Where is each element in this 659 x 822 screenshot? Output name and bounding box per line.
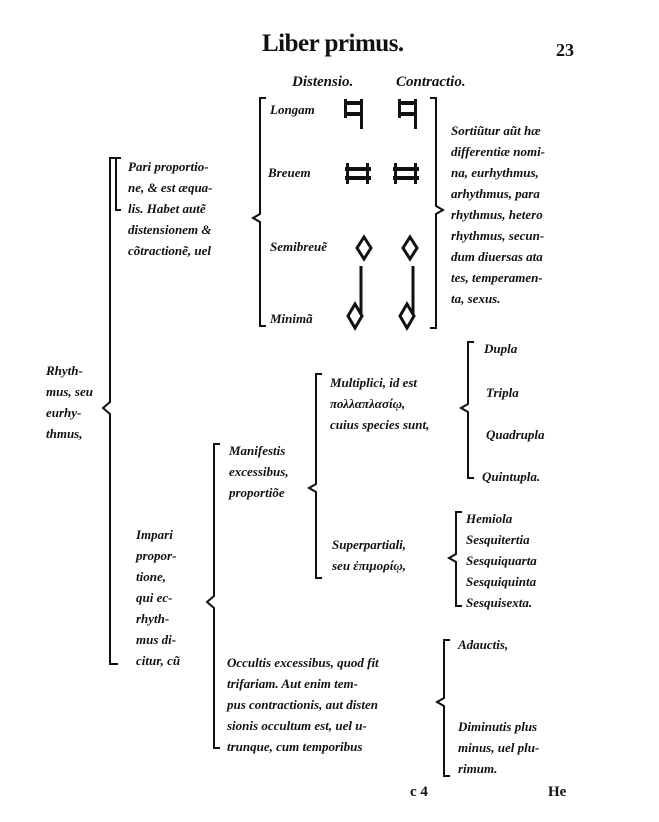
item-hemiola: Hemiola (466, 511, 513, 526)
item-quintupla: Quintupla. (482, 469, 541, 484)
text-line: cuius species sunt, (330, 417, 430, 432)
item-quadrupla: Quadrupla (486, 427, 545, 442)
text-line: Superpartiali, (332, 537, 407, 552)
text-line: distensionem & (128, 222, 212, 237)
text-line: πολλαπλασίῳ, (330, 396, 406, 411)
text-line: excessibus, (229, 464, 289, 479)
minima-note-icon (398, 266, 416, 331)
item-sesquisexta: Sesquisexta. (466, 595, 533, 610)
item-sesquitertia: Sesquitertia (466, 532, 530, 547)
text-line: seu ἐπιμορίῳ, (332, 558, 407, 573)
semibrevis-note-icon (355, 234, 373, 262)
text-line: proportiõe (229, 485, 285, 500)
note-names-text: Sortiũtur aũt hæ differentiæ nomi- na, e… (451, 120, 545, 309)
text-line: qui ec- (136, 590, 173, 605)
text-line: rhyth- (136, 611, 170, 626)
text-line: Multiplici, id est (330, 375, 418, 390)
text-line: citur, cũ (136, 653, 181, 668)
minima-note-icon (346, 266, 364, 331)
text-line: mus di- (136, 632, 177, 647)
text-line: mus, seu (46, 384, 93, 399)
item-sesquiquarta: Sesquiquarta (466, 553, 537, 568)
text-line: pus contractionis, aut disten (227, 697, 378, 712)
text-line: Pari proportio- (128, 159, 209, 174)
text-line: minus, uel plu- (458, 740, 540, 755)
longa-note-icon (344, 99, 363, 129)
signature-mark: c 4 (410, 784, 428, 800)
text-line: Occultis excessibus, quod fit (227, 655, 379, 670)
note-label-longam: Longam (270, 102, 315, 117)
text-line: Manifestis (229, 443, 286, 458)
text-line: differentiæ nomi- (451, 144, 546, 159)
text-line: lis. Habet autẽ (128, 201, 206, 216)
text-line: arhythmus, para (451, 186, 540, 201)
item-dupla: Dupla (484, 341, 518, 356)
page-number: 23 (556, 40, 574, 60)
text-line: dum diuersas ata (451, 249, 543, 264)
note-label-semibreuem: Semibreuẽ (270, 239, 328, 254)
rhythmus-text: Rhyth- mus, seu eurhy- thmus, (46, 360, 93, 444)
column-heading-distensio: Distensio. (292, 74, 354, 90)
text-line: Rhyth- (46, 363, 83, 378)
text-line: rimum. (458, 761, 498, 776)
text-line: propor- (136, 548, 177, 563)
text-line: ta, sexus. (451, 291, 501, 306)
text-line: Impari (136, 527, 173, 542)
longa-note-icon (398, 99, 417, 129)
text-line: Diminutis plus (458, 719, 538, 734)
text-line: sionis occultum est, uel u- (227, 718, 367, 733)
item-adauctis: Adauctis, (458, 637, 509, 652)
text-line: Sortiũtur aũt hæ (451, 123, 541, 138)
impari-proportione-text: Impari propor- tione, qui ec- rhyth- mus… (136, 524, 180, 671)
text-line: tes, temperamen- (451, 270, 543, 285)
text-line: na, eurhythmus, (451, 165, 539, 180)
item-tripla: Tripla (486, 385, 519, 400)
page-title: Liber primus. (262, 30, 404, 57)
manifestis-text: Manifestis excessibus, proportiõe (229, 440, 289, 503)
occultis-text: Occultis excessibus, quod fit trifariam.… (227, 652, 379, 757)
text-line: eurhy- (46, 405, 82, 420)
brevis-note-icon (345, 163, 371, 184)
item-diminutis: Diminutis plus minus, uel plu- rimum. (458, 716, 539, 779)
text-line: ne, & est æqua- (128, 180, 213, 195)
text-line: cõtractionẽ, uel (128, 243, 212, 258)
text-line: tione, (136, 569, 166, 584)
column-heading-contractio: Contractio. (396, 74, 466, 90)
note-label-minimam: Minimã (270, 311, 313, 326)
item-sesquiquinta: Sesquiquinta (466, 574, 537, 589)
catchword: He (548, 784, 567, 800)
text-line: rhythmus, hetero (451, 207, 543, 222)
superpartiali-text: Superpartiali, seu ἐπιμορίῳ, (332, 534, 406, 576)
text-line: trunque, cum temporibus (227, 739, 363, 754)
brevis-note-icon (393, 163, 419, 184)
semibrevis-note-icon (401, 234, 419, 262)
text-line: rhythmus, secun- (451, 228, 545, 243)
superpartiali-items: Hemiola Sesquitertia Sesquiquarta Sesqui… (466, 508, 537, 613)
note-label-breuem: Breuem (268, 165, 311, 180)
text-line: thmus, (46, 426, 83, 441)
multiplici-text: Multiplici, id est πολλαπλασίῳ, cuius sp… (330, 372, 429, 435)
text-line: trifariam. Aut enim tem- (227, 676, 358, 691)
pari-proportione-text: Pari proportio- ne, & est æqua- lis. Hab… (128, 156, 213, 261)
